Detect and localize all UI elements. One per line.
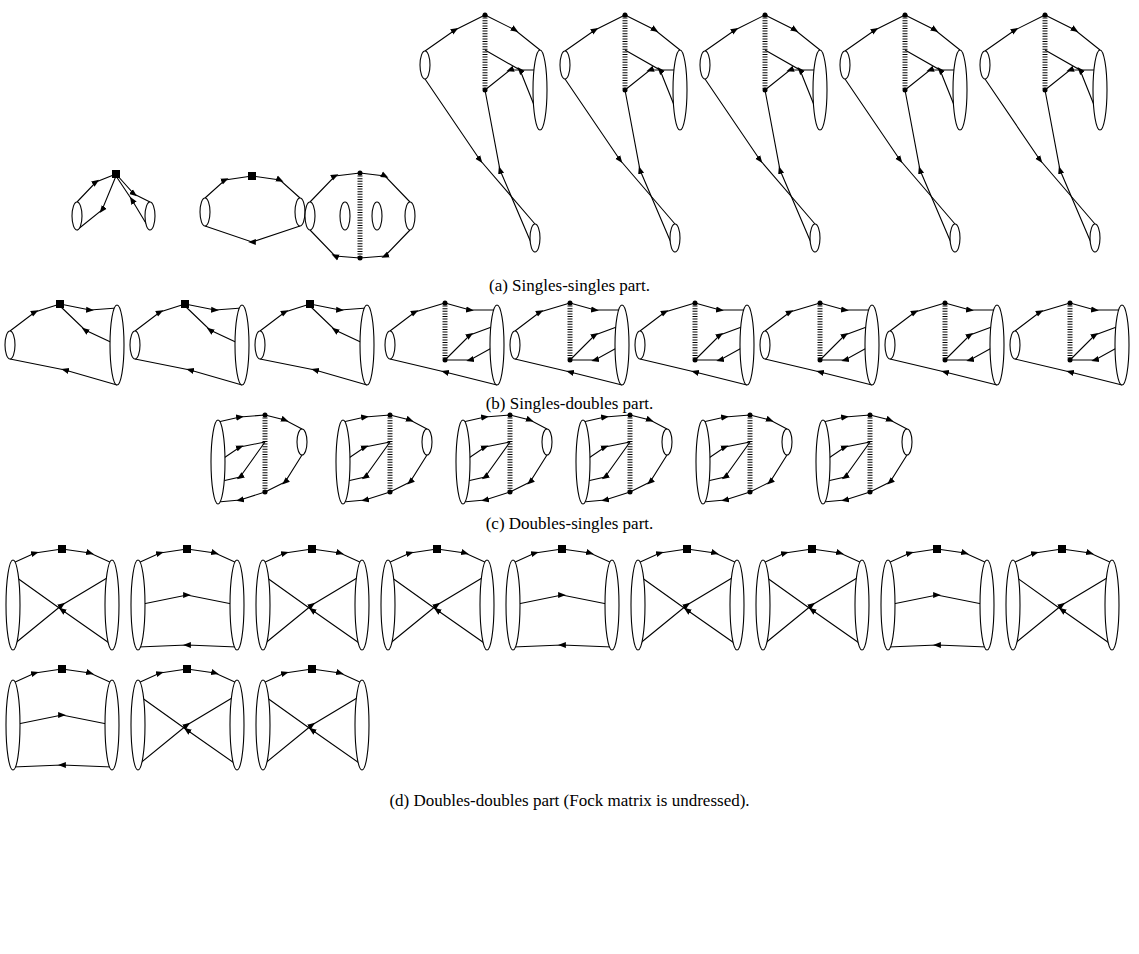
fock-diagram — [381, 545, 494, 650]
coulomb-diagram — [510, 301, 629, 386]
caption: (a) Singles-singles part. — [0, 276, 1139, 296]
coulomb-diagram — [336, 413, 432, 505]
caption: (b) Singles-doubles part. — [0, 394, 1139, 414]
coulomb-diagram — [305, 171, 415, 261]
coulomb-diagram — [560, 13, 687, 253]
coulomb-diagram — [760, 301, 879, 386]
coulomb-diagram — [980, 13, 1107, 253]
fock-diagram — [72, 170, 155, 230]
fock-diagram — [255, 300, 374, 385]
coulomb-diagram — [885, 301, 1004, 386]
coulomb-diagram — [211, 413, 307, 505]
coulomb-diagram — [696, 413, 792, 505]
coulomb-diagram — [840, 13, 967, 253]
fock-diagram — [881, 545, 994, 650]
fock-diagram — [506, 545, 619, 650]
fock-diagram — [631, 545, 744, 650]
fock-diagram — [131, 545, 244, 650]
fock-diagram — [130, 300, 249, 385]
coulomb-diagram — [635, 301, 754, 386]
coulomb-diagram — [816, 413, 912, 505]
coulomb-diagram — [700, 13, 827, 253]
fock-diagram — [6, 545, 119, 650]
coulomb-diagram — [576, 413, 672, 505]
fock-diagram — [131, 665, 244, 770]
coulomb-diagram — [385, 301, 504, 386]
coulomb-diagram — [456, 413, 552, 505]
fock-diagram — [756, 545, 869, 650]
fock-diagram — [200, 172, 305, 242]
fock-diagram — [6, 665, 119, 770]
fock-diagram — [1006, 545, 1119, 650]
coulomb-diagram — [420, 13, 547, 253]
caption: (c) Doubles-singles part. — [0, 514, 1139, 534]
caption: (d) Doubles-doubles part (Fock matrix is… — [0, 791, 1139, 811]
fock-diagram — [256, 665, 369, 770]
fock-diagram — [256, 545, 369, 650]
fock-diagram — [5, 300, 124, 385]
coulomb-diagram — [1010, 301, 1129, 386]
